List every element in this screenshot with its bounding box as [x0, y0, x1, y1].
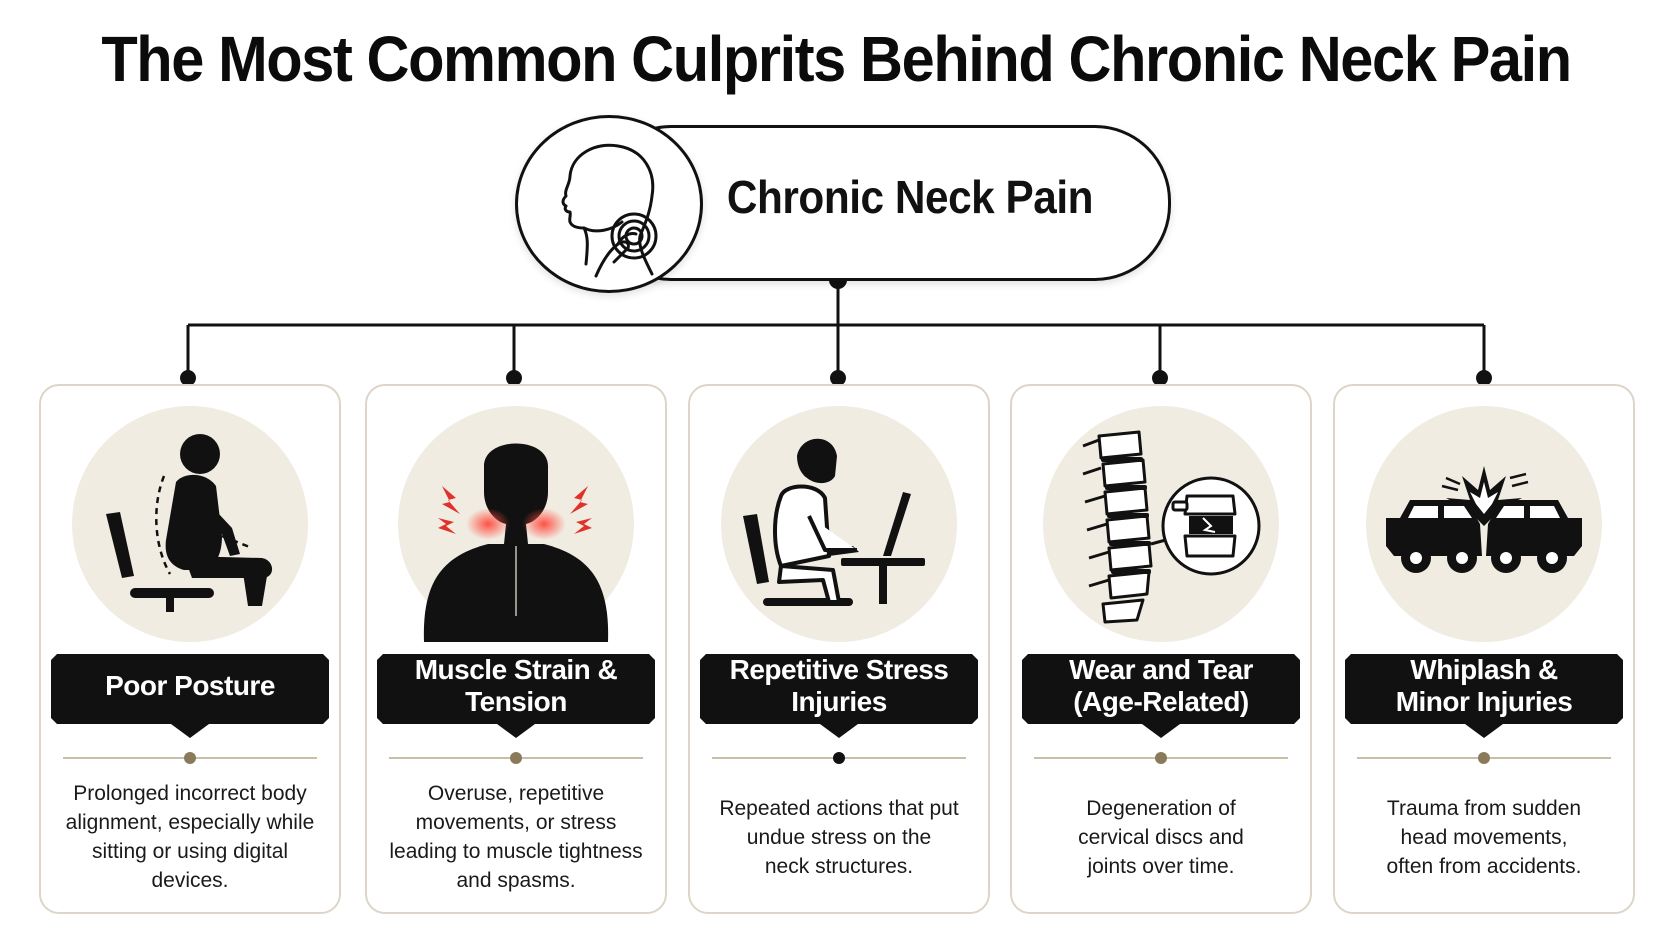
card-junction-dot [830, 370, 846, 386]
cause-title-banner: Muscle Strain & Tension [377, 648, 655, 740]
person-at-laptop-icon [721, 406, 957, 642]
cause-card-repetitive-stress: Repetitive Stress Injuries Repeated acti… [688, 384, 990, 914]
spine-disc-degeneration-icon [1043, 406, 1279, 642]
cause-title-banner: Wear and Tear (Age-Related) [1022, 648, 1300, 740]
cause-title-banner: Poor Posture [51, 648, 329, 740]
cause-title: Whiplash & Minor Injuries [1395, 654, 1573, 717]
divider [1034, 752, 1288, 764]
cause-title: Poor Posture [105, 670, 275, 701]
cause-title: Muscle Strain & Tension [414, 654, 618, 717]
cause-card-poor-posture: Poor Posture Prolonged incorrect body al… [39, 384, 341, 914]
cause-card-whiplash: Whiplash & Minor Injuries Trauma from su… [1333, 384, 1635, 914]
divider [1357, 752, 1611, 764]
cause-title-banner: Whiplash & Minor Injuries [1345, 648, 1623, 740]
cause-description: Overuse, repetitive movements, or stress… [389, 782, 643, 892]
car-collision-icon [1366, 406, 1602, 642]
card-junction-dot [506, 370, 522, 386]
card-junction-dot [1476, 370, 1492, 386]
head-neck-pain-icon [515, 115, 703, 293]
divider [712, 752, 966, 764]
cause-title: Wear and Tear (Age-Related) [1069, 654, 1253, 717]
cause-description: Repeated actions that put undue stress o… [719, 796, 959, 878]
cause-description: Trauma from sudden head movements, often… [1386, 796, 1582, 878]
shoulder-muscle-pain-icon [398, 406, 634, 642]
slouched-sitting-person-icon [72, 406, 308, 642]
divider [389, 752, 643, 764]
central-topic-label: Chronic Neck Pain [726, 171, 1094, 223]
cause-description: Prolonged incorrect body alignment, espe… [65, 782, 315, 892]
divider [63, 752, 317, 764]
central-topic: Chronic Neck Pain [515, 115, 1171, 293]
cause-card-muscle-strain: Muscle Strain & Tension Overuse, repetit… [365, 384, 667, 914]
cause-description: Degeneration of cervical discs and joint… [1078, 796, 1244, 878]
card-junction-dot [1152, 370, 1168, 386]
card-junction-dot [180, 370, 196, 386]
page-title: The Most Common Culprits Behind Chronic … [101, 23, 1572, 95]
cause-title: Repetitive Stress Injuries [729, 654, 949, 717]
cause-card-wear-and-tear: Wear and Tear (Age-Related) Degeneration… [1010, 384, 1312, 914]
cause-title-banner: Repetitive Stress Injuries [700, 648, 978, 740]
